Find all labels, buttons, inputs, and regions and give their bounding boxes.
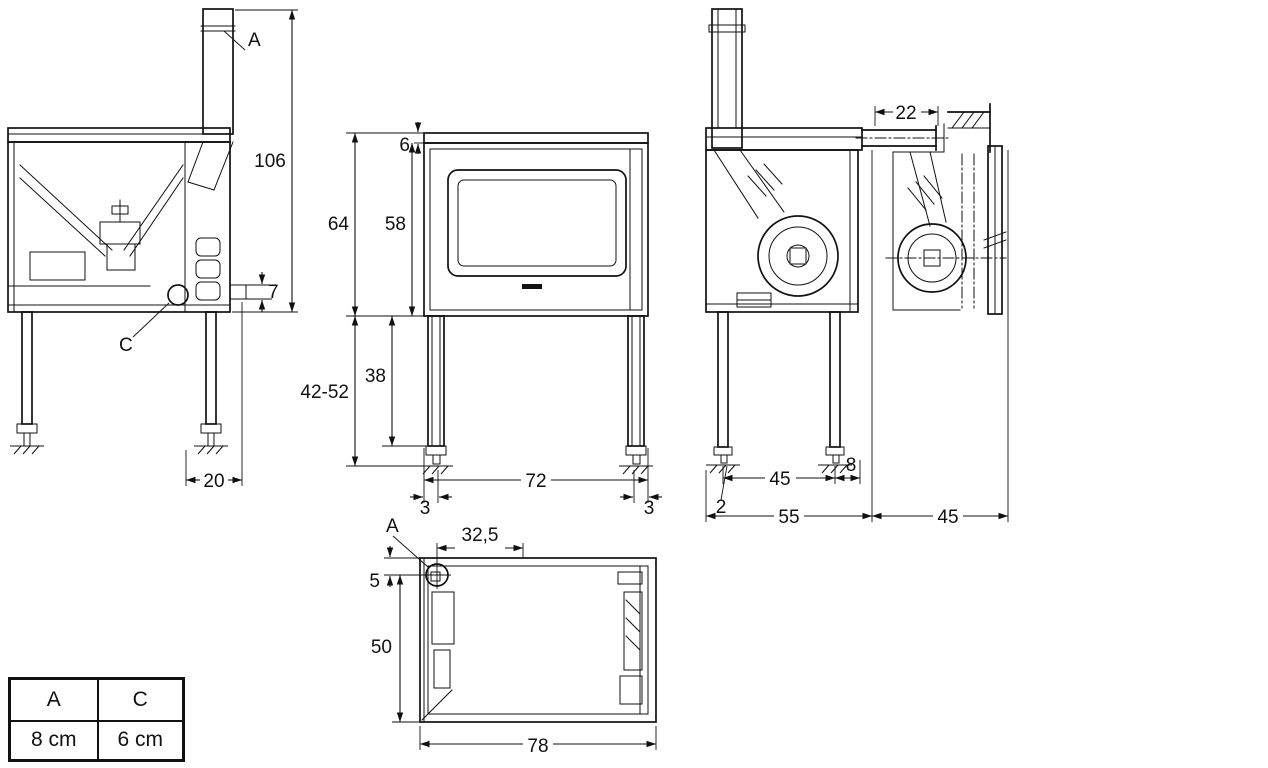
spec-table-value-c: 6 cm bbox=[96, 719, 182, 759]
view-top bbox=[419, 557, 657, 723]
dim-32-5: 32,5 bbox=[436, 525, 524, 562]
detail-c-marker bbox=[167, 284, 189, 306]
dim-45-rear: 45 bbox=[722, 466, 836, 490]
dim-3-left: 3 bbox=[410, 470, 452, 519]
dim-42-52: 42-52 bbox=[300, 316, 419, 467]
dim-45-rear-label: 45 bbox=[769, 469, 790, 490]
spec-table-header-a: A bbox=[46, 687, 61, 711]
dim-5-label: 5 bbox=[369, 571, 380, 592]
spec-table-value-a: 8 cm bbox=[11, 719, 97, 760]
dim-38: 38 bbox=[365, 316, 426, 447]
dim-6: 6 bbox=[346, 122, 424, 156]
dim-64: 64 bbox=[328, 133, 424, 317]
door-handle bbox=[522, 284, 542, 289]
dim-20: 20 bbox=[185, 302, 243, 492]
dim-50: 50 bbox=[371, 575, 420, 723]
dim-3-right-label: 3 bbox=[644, 498, 655, 519]
dim-2-label: 2 bbox=[716, 497, 727, 518]
dim-8-label: 8 bbox=[846, 455, 857, 476]
dim-32-5-label: 32,5 bbox=[462, 525, 499, 546]
dim-42-52-label: 42-52 bbox=[300, 382, 349, 403]
dim-6-label: 6 bbox=[399, 135, 410, 156]
label-c: C bbox=[119, 302, 170, 356]
dim-72-label: 72 bbox=[525, 471, 546, 492]
dim-38-label: 38 bbox=[365, 366, 386, 387]
dim-5: 5 bbox=[369, 546, 426, 592]
spec-table: A C 8 cm 6 cm bbox=[8, 677, 185, 762]
dim-3-left-label: 3 bbox=[420, 498, 431, 519]
stove-door bbox=[447, 169, 627, 277]
dim-78-label: 78 bbox=[527, 736, 548, 757]
dim-50-label: 50 bbox=[371, 637, 392, 658]
dim-58: 58 bbox=[385, 143, 416, 316]
dim-78: 78 bbox=[419, 726, 657, 757]
dim-3-right: 3 bbox=[620, 470, 662, 519]
dim-72: 72 bbox=[423, 448, 649, 492]
dim-8: 8 bbox=[835, 455, 861, 484]
fan-outer bbox=[757, 215, 839, 297]
view-front bbox=[418, 132, 654, 475]
dim-45-wall-label: 45 bbox=[937, 507, 958, 528]
dim-7-label: 7 bbox=[268, 282, 279, 303]
view-rear bbox=[705, 8, 949, 474]
dim-20-label: 20 bbox=[203, 471, 224, 492]
stove-glass bbox=[457, 179, 617, 267]
dim-55: 55 bbox=[705, 150, 873, 528]
spec-table-header-c: C bbox=[96, 680, 183, 720]
dim-106: 106 bbox=[232, 9, 298, 313]
label-a-top: A bbox=[386, 516, 429, 568]
detail-c-label: C bbox=[119, 335, 133, 356]
dim-2: 2 bbox=[716, 465, 728, 518]
label-a-side: A bbox=[223, 30, 261, 51]
dim-106-label: 106 bbox=[254, 151, 286, 172]
section-a-label: A bbox=[248, 30, 261, 51]
view-side-left bbox=[7, 8, 247, 455]
view-side-wall bbox=[885, 103, 1007, 315]
dim-58-label: 58 bbox=[385, 214, 406, 235]
flue-a-label: A bbox=[386, 516, 399, 537]
dim-7: 7 bbox=[246, 272, 279, 312]
dim-64-label: 64 bbox=[328, 214, 350, 235]
dim-22: 22 bbox=[874, 103, 939, 126]
dim-45-wall: 45 bbox=[872, 150, 1009, 528]
dim-22-label: 22 bbox=[895, 103, 916, 124]
dim-55-label: 55 bbox=[778, 507, 799, 528]
